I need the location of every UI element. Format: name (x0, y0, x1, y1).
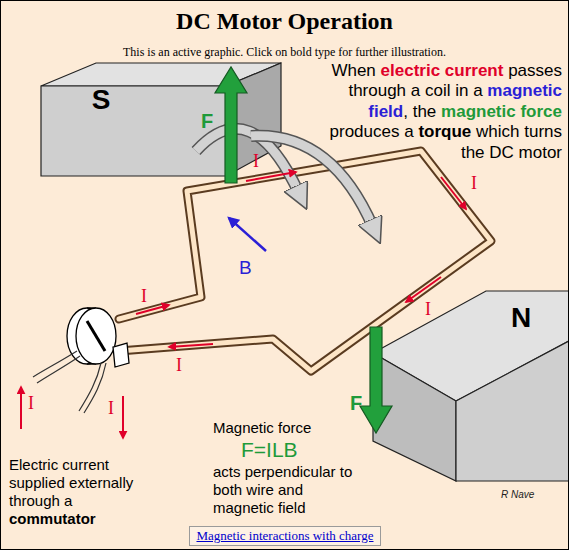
pole-letter: N (511, 301, 531, 335)
supply-note-part: commutator (9, 510, 96, 527)
supply-note: Electric current supplied externally thr… (9, 456, 141, 528)
pole-letter: S (92, 83, 111, 117)
callout-text-part: produces a (330, 122, 414, 141)
field-label: B (239, 257, 252, 280)
title: DC Motor Operation (1, 7, 568, 36)
current-label: I (141, 286, 147, 308)
current-arrow (21, 172, 466, 438)
supply-wire (33, 351, 106, 413)
subtitle-note: This is an active graphic. Click on bold… (1, 45, 568, 59)
link-text: Magnetic interactions with charge (196, 528, 373, 544)
north-magnet (373, 291, 568, 481)
force-note: Magnetic force (213, 419, 311, 437)
link-button: Magnetic interactions with charge (189, 526, 380, 546)
force-note: acts perpendicular to both wire and magn… (213, 463, 355, 517)
callout-text-part: torque (418, 122, 471, 141)
callout-text-part: electric current (381, 61, 504, 80)
current-label: I (471, 173, 477, 195)
callout-text: When electric current passes through a c… (327, 61, 562, 163)
coil-wire (119, 151, 491, 371)
callout-text-part: magnetic force (441, 102, 562, 121)
south-magnet (41, 63, 281, 176)
current-label: I (176, 355, 182, 377)
current-label: I (253, 151, 259, 173)
current-label: I (28, 393, 34, 415)
magnet-pole-letter: N (511, 301, 531, 335)
current-label: I (425, 299, 431, 321)
force-label: F (350, 391, 362, 415)
callout-text-part: When (331, 61, 375, 80)
rotation-arrow (196, 129, 373, 227)
force-label: F (201, 109, 213, 133)
force-arrow (215, 67, 392, 433)
magnet-pole-letter: S (92, 83, 111, 117)
formula: F=ILB (241, 437, 298, 462)
current-label: I (108, 398, 114, 420)
callout-text-part: which turns the DC motor (461, 122, 562, 161)
callout-text-part: , the (403, 102, 436, 121)
field-arrow (229, 218, 266, 251)
credit: R Nave (501, 489, 534, 501)
supply-note-part: Electric current supplied externally thr… (9, 456, 133, 509)
